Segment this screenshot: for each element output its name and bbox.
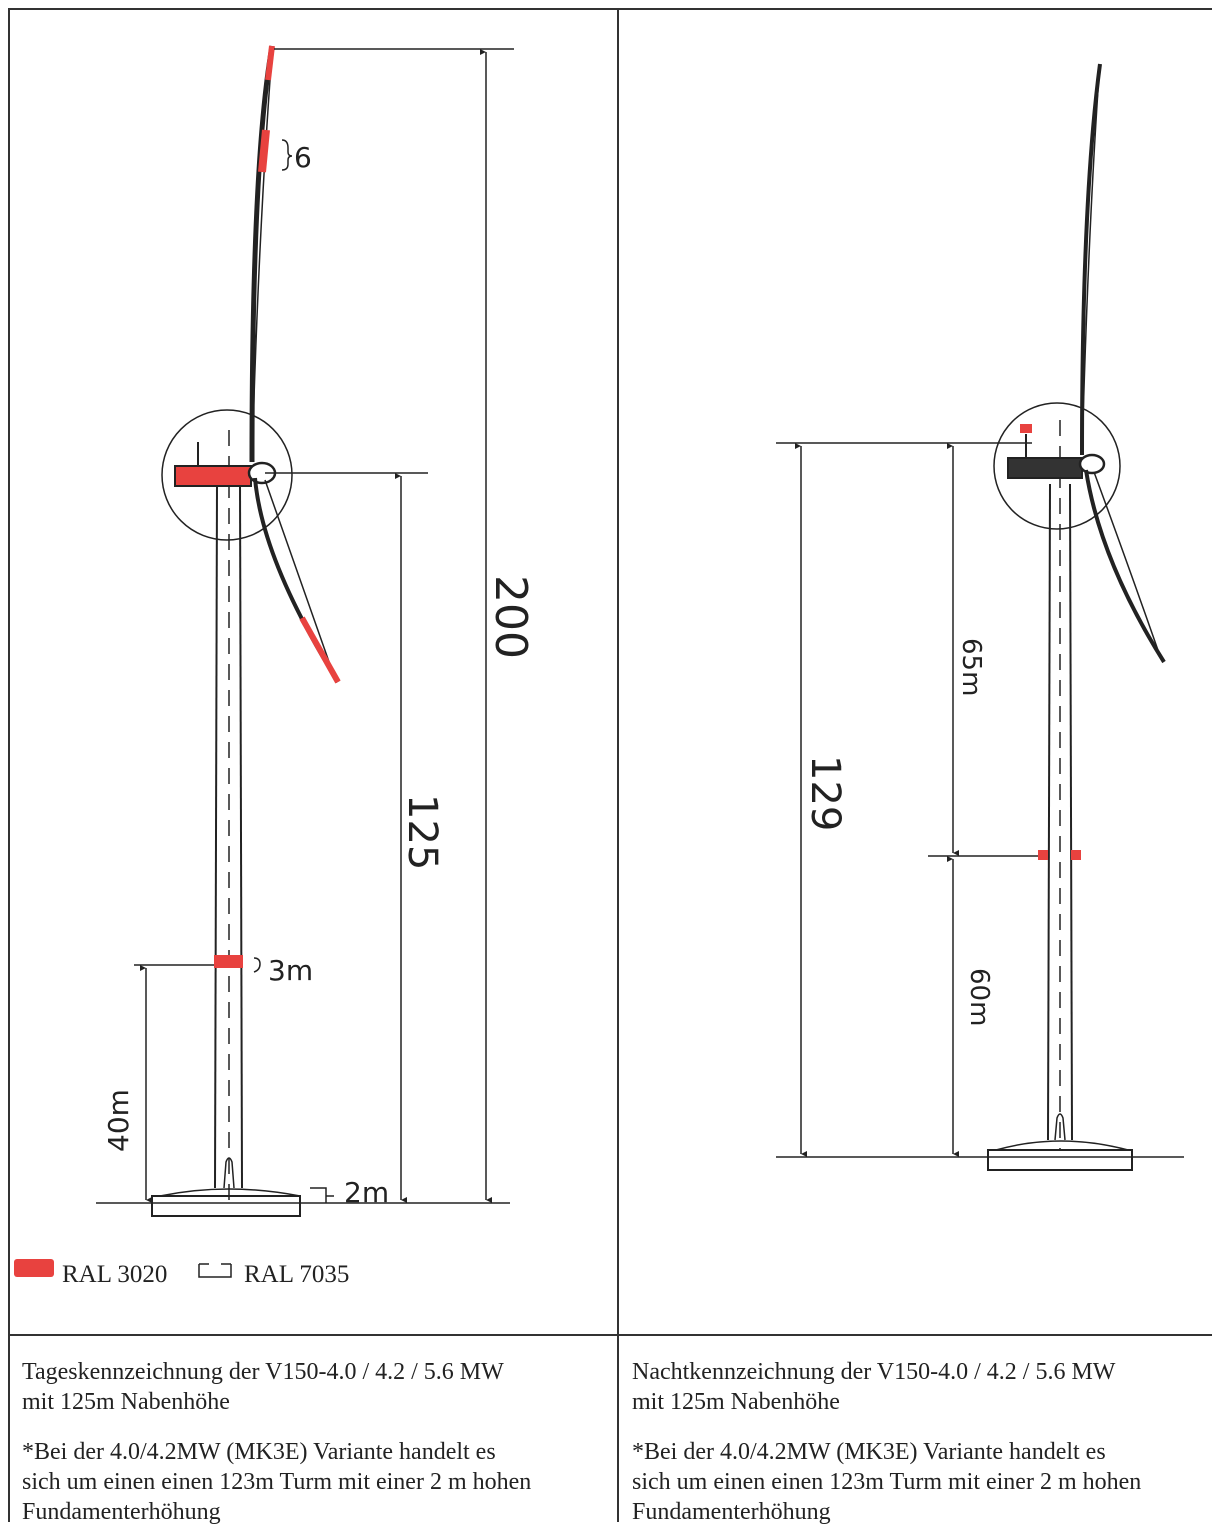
day-blade-tip-band [265,45,275,81]
row-divider [8,1334,1212,1336]
legend-label-ral3020: RAL 3020 [62,1261,168,1288]
legend-swatch-red [14,1259,54,1277]
day-turbine: 200 125 6 3m 40m 2m [96,45,536,1217]
night-foundation [987,1149,1133,1171]
night-lower-blade [1084,469,1166,664]
turbine-drawings: 200 125 6 3m 40m 2m [14,45,1184,1278]
night-tower-light-right [1071,850,1081,860]
night-nacelle-light [1020,424,1032,433]
day-tower-left [214,483,218,1189]
night-tower-right [1069,483,1073,1141]
legend-swatch-outline [198,1263,232,1278]
day-caption: Tageskennzeichnung der V150-4.0 / 4.2 / … [22,1357,608,1527]
night-hub-circle [993,402,1121,530]
day-dim-3m-label: 3m [268,954,313,987]
day-dim-200-label: 200 [485,575,536,659]
day-note-line3: Fundamenterhöhung [22,1499,221,1525]
day-tower-right [239,483,243,1189]
night-dim-60m-label: 60m [964,968,994,1026]
night-caption-subtitle: mit 125m Nabenhöhe [632,1389,840,1415]
night-nacelle [1007,457,1083,479]
night-note-line2: sich um einen einen 123m Turm mit einer … [632,1469,1142,1495]
night-tower-left [1047,483,1051,1141]
day-tower-band [214,955,243,968]
day-lower-blade-band [299,616,341,684]
day-dim-2m-label: 2m [344,1176,389,1209]
day-note-line1: *Bei der 4.0/4.2MW (MK3E) Variante hande… [22,1439,496,1465]
day-dim-6-label: 6 [294,141,312,174]
day-foundation [151,1195,301,1217]
night-dim-129-label: 129 [802,755,848,831]
column-divider [617,8,619,1522]
night-turbine: 129 65m 60m [776,63,1184,1171]
day-caption-title: Tageskennzeichnung der V150-4.0 / 4.2 / … [22,1359,504,1385]
day-note-line2: sich um einen einen 123m Turm mit einer … [22,1469,532,1495]
day-upper-blade [249,45,275,463]
night-note-line1: *Bei der 4.0/4.2MW (MK3E) Variante hande… [632,1439,1106,1465]
night-dim-65m-label: 65m [956,638,986,696]
day-nacelle [174,465,252,487]
day-dim-40m-label: 40m [102,1089,135,1152]
night-note-line3: Fundamenterhöhung [632,1499,831,1525]
night-caption: Nachtkennzeichnung der V150-4.0 / 4.2 / … [632,1357,1207,1527]
night-tower-light-left [1038,850,1048,860]
day-brace-6 [281,139,293,171]
day-hub-circle [161,409,293,541]
night-upper-blade [1080,63,1102,456]
day-brace-2m [310,1187,334,1203]
day-brace-3m [253,957,261,973]
day-dim-125-label: 125 [399,794,445,870]
day-caption-subtitle: mit 125m Nabenhöhe [22,1389,230,1415]
day-blade-band [258,129,270,173]
table-frame [8,8,1212,1522]
night-caption-title: Nachtkennzeichnung der V150-4.0 / 4.2 / … [632,1359,1116,1385]
legend-label-ral7035: RAL 7035 [244,1261,350,1288]
